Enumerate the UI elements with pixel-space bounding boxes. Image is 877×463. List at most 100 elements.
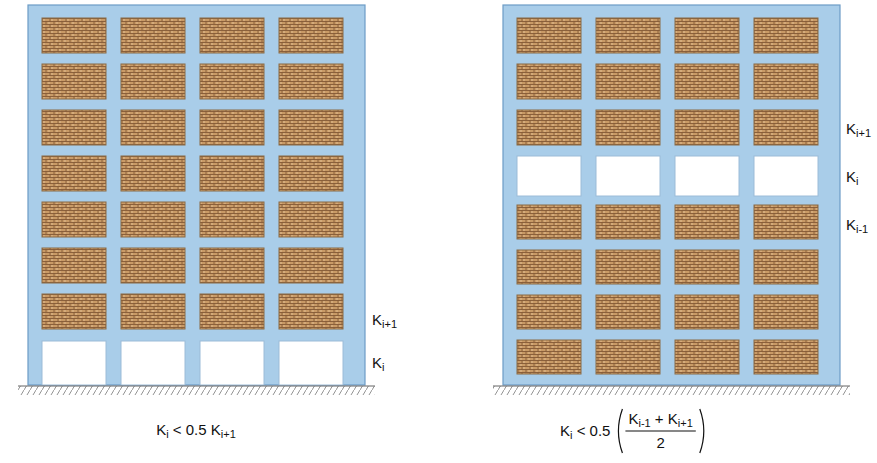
- symbol-text: K: [846, 168, 856, 185]
- subscript: i-1: [638, 417, 650, 429]
- masonry-infill: [517, 340, 581, 374]
- masonry-infill: [596, 205, 660, 239]
- masonry-infill: [42, 156, 106, 191]
- masonry-infill: [675, 64, 739, 99]
- open-bay: [279, 341, 343, 385]
- open-bay: [200, 341, 264, 385]
- masonry-infill: [121, 64, 185, 99]
- masonry-infill: [42, 248, 106, 283]
- symbol-text: K: [211, 421, 221, 438]
- fraction-denominator: 2: [656, 434, 664, 452]
- story-label: Ki: [846, 168, 858, 186]
- masonry-infill: [42, 110, 106, 145]
- masonry-infill: [596, 295, 660, 329]
- masonry-infill: [517, 64, 581, 99]
- open-bay: [754, 156, 818, 196]
- masonry-infill: [754, 295, 818, 329]
- open-bay: [42, 341, 106, 385]
- parenthesis: [700, 409, 704, 453]
- ground-hatch: [18, 386, 375, 395]
- criterion-formula: Ki < 0.5: [560, 422, 610, 440]
- open-bay: [596, 156, 660, 196]
- masonry-infill: [200, 294, 264, 329]
- story-label: Ki+1: [372, 311, 397, 329]
- masonry-infill: [42, 202, 106, 237]
- masonry-infill: [279, 156, 343, 191]
- symbol-text: K: [560, 422, 570, 439]
- masonry-infill: [517, 250, 581, 284]
- masonry-infill: [121, 156, 185, 191]
- subscript: i+1: [221, 428, 236, 440]
- masonry-infill: [121, 18, 185, 53]
- masonry-infill: [121, 294, 185, 329]
- symbol-text: < 0.5: [169, 421, 211, 438]
- masonry-infill: [200, 202, 264, 237]
- masonry-infill: [200, 64, 264, 99]
- parenthesis: [618, 409, 622, 453]
- criterion-formula: Ki < 0.5 Ki+1: [156, 421, 236, 439]
- story-label: Ki-1: [846, 216, 868, 234]
- story-label: Ki: [372, 354, 384, 372]
- story-label: Ki+1: [846, 120, 871, 138]
- symbol-text: K: [668, 410, 678, 427]
- masonry-infill: [675, 205, 739, 239]
- symbol-text: K: [372, 354, 382, 371]
- masonry-infill: [754, 340, 818, 374]
- masonry-infill: [675, 340, 739, 374]
- subscript: i: [382, 361, 384, 373]
- masonry-infill: [517, 295, 581, 329]
- masonry-infill: [517, 18, 581, 53]
- masonry-infill: [596, 110, 660, 145]
- symbol-text: < 0.5: [572, 422, 610, 439]
- masonry-infill: [596, 18, 660, 53]
- subscript: i: [570, 429, 572, 441]
- masonry-infill: [754, 18, 818, 53]
- masonry-infill: [200, 156, 264, 191]
- masonry-infill: [279, 294, 343, 329]
- masonry-infill: [596, 250, 660, 284]
- symbol-text: K: [846, 120, 856, 137]
- building-frame: [503, 5, 840, 385]
- open-bay: [517, 156, 581, 196]
- ground-hatch: [493, 386, 850, 395]
- masonry-infill: [517, 110, 581, 145]
- masonry-infill: [279, 18, 343, 53]
- subscript: i: [856, 175, 858, 187]
- ground-line: [493, 385, 850, 386]
- masonry-infill: [42, 294, 106, 329]
- symbol-text: K: [372, 311, 382, 328]
- masonry-infill: [279, 202, 343, 237]
- symbol-text: 2: [656, 434, 664, 451]
- fraction-numerator: Ki-1 + Ki+1: [628, 410, 692, 428]
- masonry-infill: [596, 340, 660, 374]
- masonry-infill: [596, 64, 660, 99]
- subscript: i: [166, 428, 168, 440]
- masonry-infill: [517, 205, 581, 239]
- masonry-infill: [675, 18, 739, 53]
- symbol-text: +: [651, 410, 668, 427]
- masonry-infill: [754, 64, 818, 99]
- masonry-infill: [200, 18, 264, 53]
- masonry-infill: [121, 248, 185, 283]
- subscript: i-1: [856, 223, 868, 235]
- masonry-infill: [121, 202, 185, 237]
- building-frame: [28, 5, 365, 385]
- masonry-infill: [675, 110, 739, 145]
- masonry-infill: [121, 110, 185, 145]
- open-bay: [675, 156, 739, 196]
- masonry-infill: [675, 295, 739, 329]
- symbol-text: K: [628, 410, 638, 427]
- masonry-infill: [279, 248, 343, 283]
- ground-line: [18, 385, 375, 386]
- subscript: i+1: [856, 127, 871, 139]
- masonry-infill: [754, 250, 818, 284]
- masonry-infill: [279, 110, 343, 145]
- symbol-text: K: [846, 216, 856, 233]
- masonry-infill: [42, 18, 106, 53]
- open-bay: [121, 341, 185, 385]
- subscript: i+1: [382, 318, 397, 330]
- subscript: i+1: [678, 417, 693, 429]
- masonry-infill: [200, 110, 264, 145]
